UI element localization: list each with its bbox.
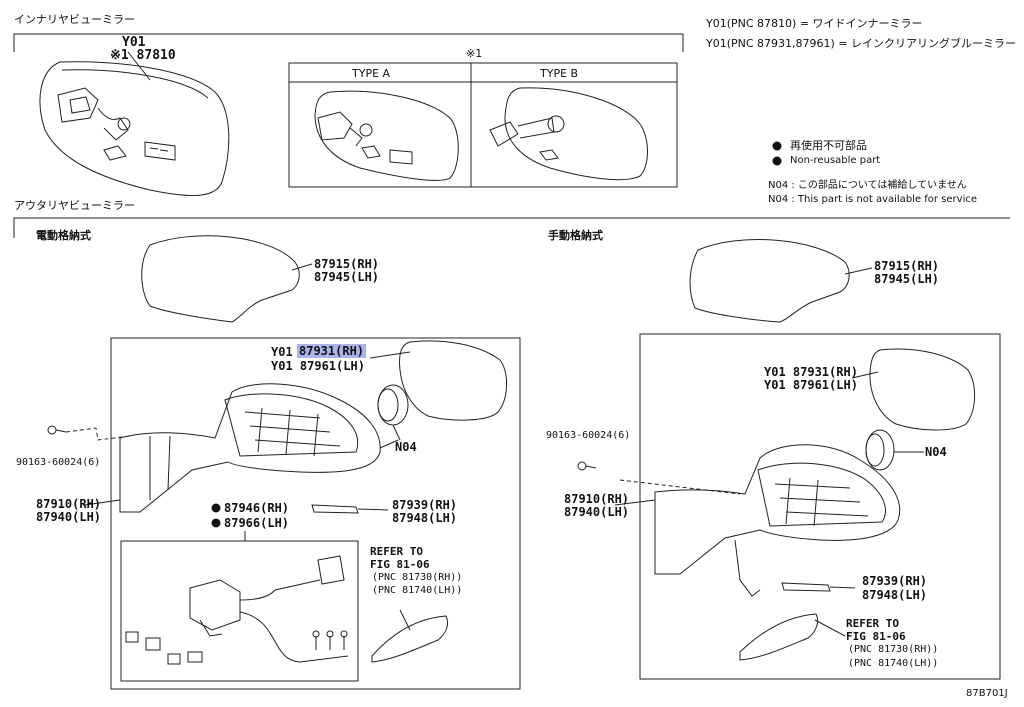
electric-motor-n04: N04 <box>395 440 417 454</box>
electric-screw-part[interactable]: 90163-60024(6) <box>16 457 101 468</box>
figure-id: 87B701J <box>966 688 1008 699</box>
note-line-1: Y01(PNC 87810) = ワイドインナーミラー <box>706 17 923 30</box>
manual-motor-drawing <box>865 429 924 471</box>
manual-lamp-strip-drawing <box>781 582 831 592</box>
retract-bullet-lh <box>211 518 221 528</box>
legend-bullet-2 <box>772 156 782 166</box>
electric-lamp-strip-drawing <box>311 504 359 514</box>
legend-bullet-1 <box>772 141 782 151</box>
manual-assy-rh[interactable]: 87910(RH) <box>564 492 630 506</box>
inner-mirror-code-y01: Y01 <box>122 35 146 50</box>
electric-refer-1: REFER TO <box>370 545 423 558</box>
type-b-mirror-drawing <box>489 87 648 181</box>
retract-bullet-rh <box>211 503 221 513</box>
manual-motor-n04: N04 <box>925 445 947 459</box>
type-b-label: TYPE B <box>540 67 579 80</box>
manual-pnc-2: (PNC 81740(LH)) <box>848 658 939 669</box>
electric-motor-drawing <box>377 384 409 441</box>
manual-housing-drawing <box>654 444 901 597</box>
manual-refer-2[interactable]: FIG 81-06 <box>846 630 906 643</box>
manual-glass-drawing <box>869 348 975 431</box>
electric-retract-unit-drawing <box>125 555 349 665</box>
electric-cover-rh[interactable]: 87915(RH) <box>314 257 380 271</box>
electric-assy-rh[interactable]: 87910(RH) <box>36 497 102 511</box>
manual-glass-lh[interactable]: Y01 87961(LH) <box>764 378 858 392</box>
manual-cover-lh[interactable]: 87945(LH) <box>874 272 940 286</box>
electric-turn-lamp-drawing <box>371 615 449 663</box>
electric-lamp-rh[interactable]: 87939(RH) <box>392 498 458 512</box>
electric-pnc-1: (PNC 81730(RH)) <box>372 572 463 583</box>
legend-n04-jp: N04 : この部品については補給していません <box>768 180 967 191</box>
electric-cover-lh[interactable]: 87945(LH) <box>314 270 380 284</box>
manual-cover-rh[interactable]: 87915(RH) <box>874 259 940 273</box>
electric-housing-drawing <box>119 383 381 513</box>
legend-reuse-jp: 再使用不可部品 <box>790 139 867 152</box>
electric-glass-lh[interactable]: Y01 87961(LH) <box>271 359 365 373</box>
inner-section-title: インナリヤビューミラー <box>14 13 135 26</box>
outer-section-title: アウタリヤビューミラー <box>14 199 135 212</box>
electric-glass-drawing <box>399 340 507 421</box>
manual-section-title: 手動格納式 <box>548 229 603 242</box>
outer-section-bracket <box>13 217 1010 238</box>
electric-retract-rh[interactable]: 87946(RH) <box>224 501 290 515</box>
inner-mirror-drawing <box>39 51 230 197</box>
electric-sub-box <box>120 540 359 682</box>
electric-glass-rh[interactable]: 87931(RH) <box>297 344 367 358</box>
manual-turn-lamp-drawing <box>739 613 819 661</box>
manual-screw-drawing <box>577 461 741 495</box>
electric-retract-lh[interactable]: 87966(LH) <box>224 516 290 530</box>
electric-cover-drawing <box>141 235 300 323</box>
manual-pnc-1: (PNC 81730(RH)) <box>848 644 939 655</box>
electric-main-box <box>110 337 521 690</box>
legend-n04-en: N04 : This part is not available for ser… <box>768 194 978 205</box>
electric-refer-2[interactable]: FIG 81-06 <box>370 558 430 571</box>
type-a-mirror-drawing <box>314 90 459 181</box>
inner-section-bracket <box>13 33 684 52</box>
note-line-2: Y01(PNC 87931,87961) = レインクリアリングブルーミラー <box>706 37 1017 50</box>
inner-mirror-part-number: ※1 87810 <box>110 48 176 63</box>
manual-refer-1: REFER TO <box>846 617 899 630</box>
manual-lamp-rh[interactable]: 87939(RH) <box>862 574 928 588</box>
legend-reuse-en: Non-reusable part <box>790 155 881 166</box>
electric-pnc-2: (PNC 81740(LH)) <box>372 585 463 596</box>
manual-main-box <box>639 333 1001 680</box>
electric-section-title: 電動格納式 <box>36 229 91 242</box>
electric-screw-drawing <box>47 425 131 441</box>
electric-lamp-lh[interactable]: 87948(LH) <box>392 511 458 525</box>
type-a-label: TYPE A <box>352 67 391 80</box>
manual-lamp-lh[interactable]: 87948(LH) <box>862 588 928 602</box>
type-box-asterisk: ※1 <box>466 47 483 60</box>
manual-screw-part[interactable]: 90163-60024(6) <box>546 430 631 441</box>
electric-glass-prefix: Y01 <box>271 345 293 359</box>
electric-assy-lh[interactable]: 87940(LH) <box>36 510 102 524</box>
manual-glass-rh[interactable]: Y01 87931(RH) <box>764 365 858 379</box>
type-compare-box <box>288 62 678 188</box>
manual-cover-drawing <box>689 239 850 323</box>
manual-assy-lh[interactable]: 87940(LH) <box>564 505 630 519</box>
